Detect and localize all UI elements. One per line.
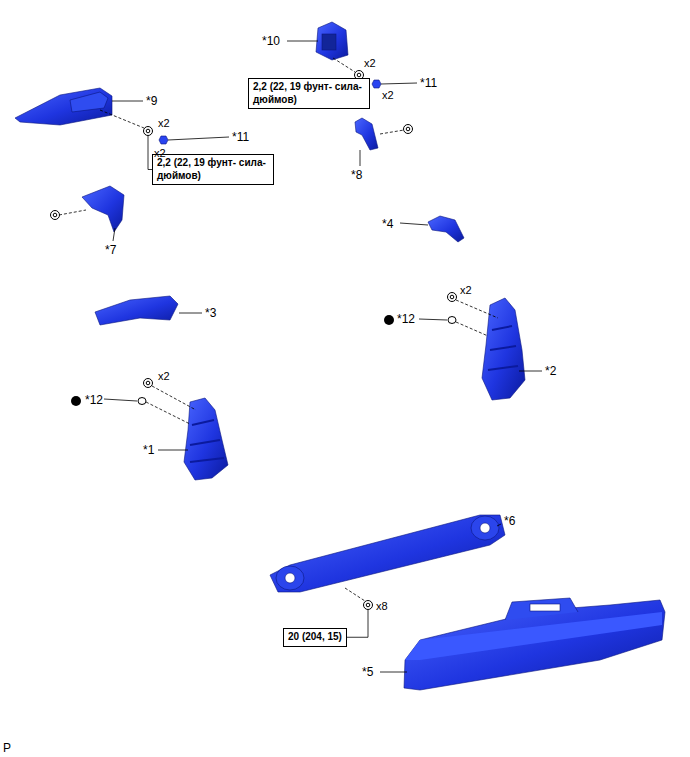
callout-number: *7	[105, 244, 116, 256]
torque-value: 20 (204, 15)	[288, 631, 342, 644]
quantity-label: x2	[154, 148, 166, 159]
callout-number: *8	[351, 169, 362, 181]
callout-number: *9	[146, 95, 157, 107]
callout-number: *3	[205, 307, 216, 319]
callout-number: *12	[397, 313, 415, 325]
callout-number: *1	[143, 444, 154, 456]
quantity-label: x8	[376, 601, 388, 612]
callout-number: *5	[362, 666, 373, 678]
callout-number: *4	[382, 218, 393, 230]
callout-number: *12	[85, 394, 103, 406]
quantity-label: x2	[460, 285, 472, 296]
quantity-label: x2	[158, 118, 170, 129]
torque-spec-box: 20 (204, 15)	[283, 628, 347, 647]
callout-number: *10	[262, 35, 280, 47]
callout-number: *11	[420, 77, 437, 89]
torque-value: 2,2 (22, 19 фунт- сила-дюймов)	[157, 157, 269, 182]
bracket-line	[347, 610, 368, 637]
quantity-label: P	[3, 742, 11, 754]
quantity-label: x2	[158, 371, 170, 382]
torque-value: 2,2 (22, 19 фунт- сила-дюймов)	[253, 81, 365, 106]
callout-number: *2	[545, 365, 556, 377]
callout-number: *11	[232, 131, 249, 143]
torque-spec-box: 2,2 (22, 19 фунт- сила-дюймов)	[152, 154, 274, 185]
callout-number: *6	[504, 515, 515, 527]
quantity-label: x2	[382, 90, 394, 101]
quantity-label: x2	[364, 58, 376, 69]
torque-spec-box: 2,2 (22, 19 фунт- сила-дюймов)	[248, 78, 370, 109]
